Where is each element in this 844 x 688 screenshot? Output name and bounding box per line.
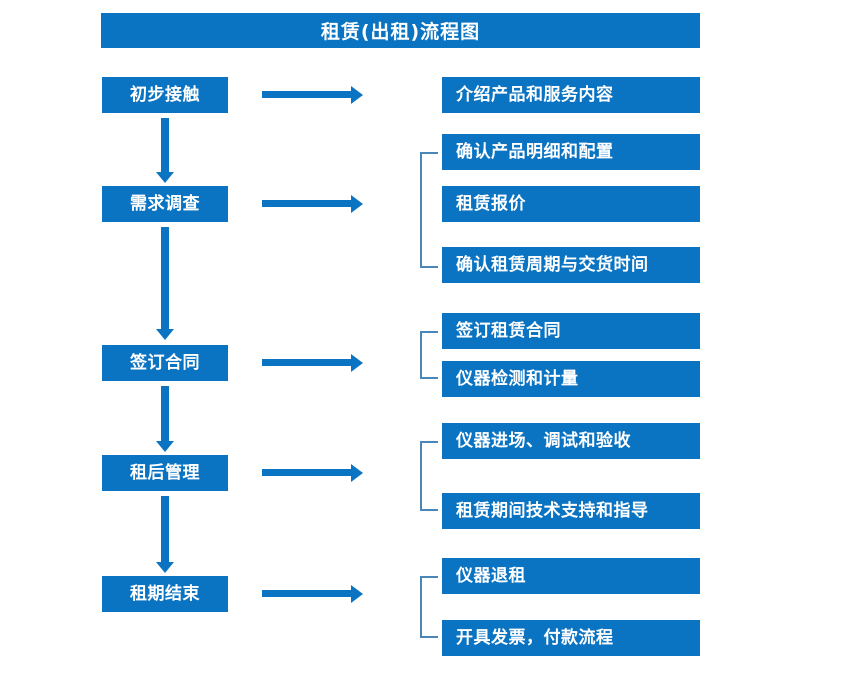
- horizontal-arrow-shaft-2: [262, 200, 352, 207]
- horizontal-arrow-head-3: [351, 354, 363, 372]
- vertical-arrow-head-3: [156, 441, 174, 452]
- horizontal-arrow-shaft-4: [262, 469, 352, 476]
- stage-box-3[interactable]: 签订合同: [102, 345, 228, 381]
- detail-box-1[interactable]: 介绍产品和服务内容: [442, 77, 700, 113]
- horizontal-arrow-head-5: [351, 585, 363, 603]
- group-bracket-2: [420, 331, 438, 379]
- horizontal-arrow-head-4: [351, 464, 363, 482]
- vertical-arrow-head-4: [156, 562, 174, 573]
- horizontal-arrow-head-2: [351, 195, 363, 213]
- group-bracket-1: [420, 152, 438, 268]
- group-bracket-3: [420, 441, 438, 511]
- page-title: 租赁(出租)流程图: [101, 13, 700, 48]
- horizontal-arrow-head-1: [351, 86, 363, 104]
- detail-box-10[interactable]: 开具发票，付款流程: [442, 620, 700, 656]
- horizontal-arrow-shaft-1: [262, 91, 352, 98]
- stage-box-2[interactable]: 需求调查: [102, 186, 228, 222]
- vertical-arrow-shaft-2: [161, 227, 169, 331]
- detail-box-3[interactable]: 租赁报价: [442, 186, 700, 222]
- detail-box-2[interactable]: 确认产品明细和配置: [442, 134, 700, 170]
- vertical-arrow-shaft-4: [161, 496, 169, 564]
- detail-box-6[interactable]: 仪器检测和计量: [442, 361, 700, 397]
- stage-box-1[interactable]: 初步接触: [102, 77, 228, 113]
- vertical-arrow-head-1: [156, 172, 174, 183]
- horizontal-arrow-shaft-5: [262, 590, 352, 597]
- detail-box-5[interactable]: 签订租赁合同: [442, 313, 700, 349]
- horizontal-arrow-shaft-3: [262, 359, 352, 366]
- detail-box-8[interactable]: 租赁期间技术支持和指导: [442, 493, 700, 529]
- detail-box-7[interactable]: 仪器进场、调试和验收: [442, 423, 700, 459]
- vertical-arrow-head-2: [156, 329, 174, 340]
- vertical-arrow-shaft-1: [161, 118, 169, 174]
- stage-box-4[interactable]: 租后管理: [102, 455, 228, 491]
- group-bracket-4: [420, 576, 438, 638]
- vertical-arrow-shaft-3: [161, 386, 169, 443]
- detail-box-4[interactable]: 确认租赁周期与交货时间: [442, 247, 700, 283]
- stage-box-5[interactable]: 租期结束: [102, 576, 228, 612]
- detail-box-9[interactable]: 仪器退租: [442, 558, 700, 594]
